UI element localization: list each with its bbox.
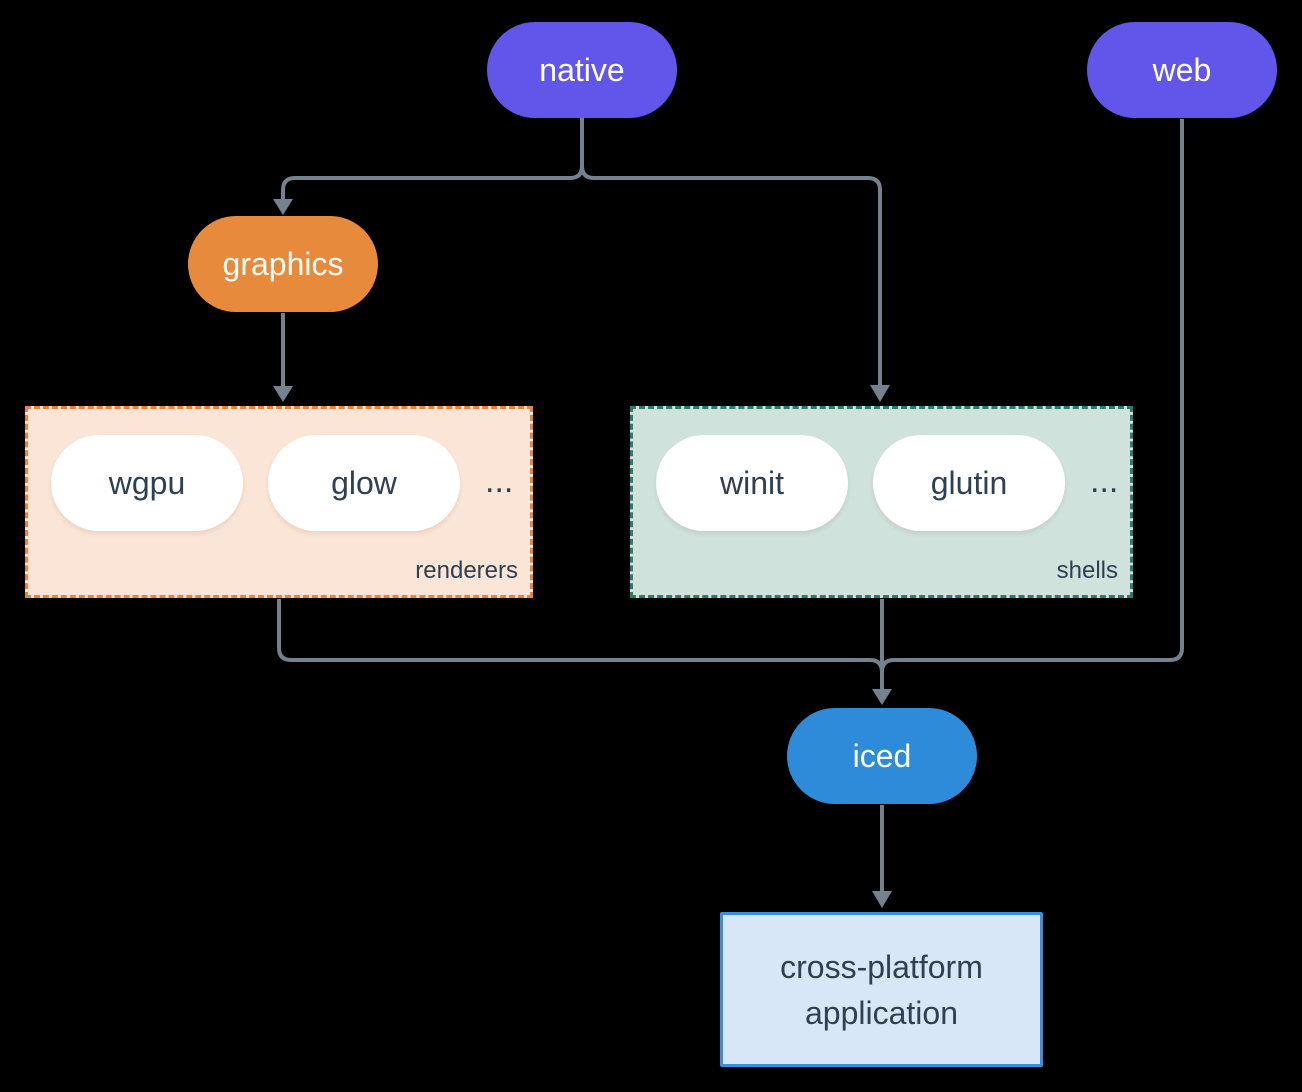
node-glutin-label: glutin	[930, 464, 1008, 501]
node-iced: iced	[787, 708, 977, 804]
group-shells: winit glutin ... shells	[630, 406, 1133, 598]
arrowhead-graphics	[273, 199, 293, 215]
group-renderers: wgpu glow ... renderers	[25, 406, 533, 598]
node-glow: glow	[268, 435, 460, 531]
arrowhead-application	[872, 891, 892, 908]
arrowhead-renderers	[273, 386, 293, 402]
node-graphics: graphics	[188, 216, 378, 312]
node-web: web	[1087, 22, 1277, 118]
arrowhead-iced	[872, 689, 892, 705]
group-label-renderers: renderers	[415, 557, 518, 584]
node-iced-label: iced	[852, 737, 912, 774]
node-application: cross-platform application	[720, 912, 1043, 1067]
node-wgpu: wgpu	[51, 435, 243, 531]
connector-renderers-to-iced	[277, 599, 884, 690]
node-winit-label: winit	[719, 464, 784, 501]
connector-native-to-graphics	[281, 118, 584, 201]
ellipsis-shells: ...	[1090, 462, 1119, 500]
node-wgpu-label: wgpu	[108, 464, 186, 501]
connector-native-to-shells	[580, 118, 882, 387]
node-glow-label: glow	[331, 464, 397, 501]
node-native: native	[487, 22, 677, 118]
node-winit: winit	[656, 435, 848, 531]
group-label-shells: shells	[1056, 557, 1118, 584]
node-glutin: glutin	[873, 435, 1065, 531]
node-application-label-line1: cross-platform	[780, 948, 983, 985]
node-graphics-label: graphics	[222, 245, 344, 282]
connector-web-to-iced	[880, 119, 1184, 690]
ellipsis-renderers: ...	[485, 462, 514, 500]
node-native-label: native	[539, 51, 625, 88]
arrowhead-shells	[870, 385, 890, 402]
node-application-label-line2: application	[805, 994, 958, 1031]
node-web-label: web	[1152, 51, 1212, 88]
